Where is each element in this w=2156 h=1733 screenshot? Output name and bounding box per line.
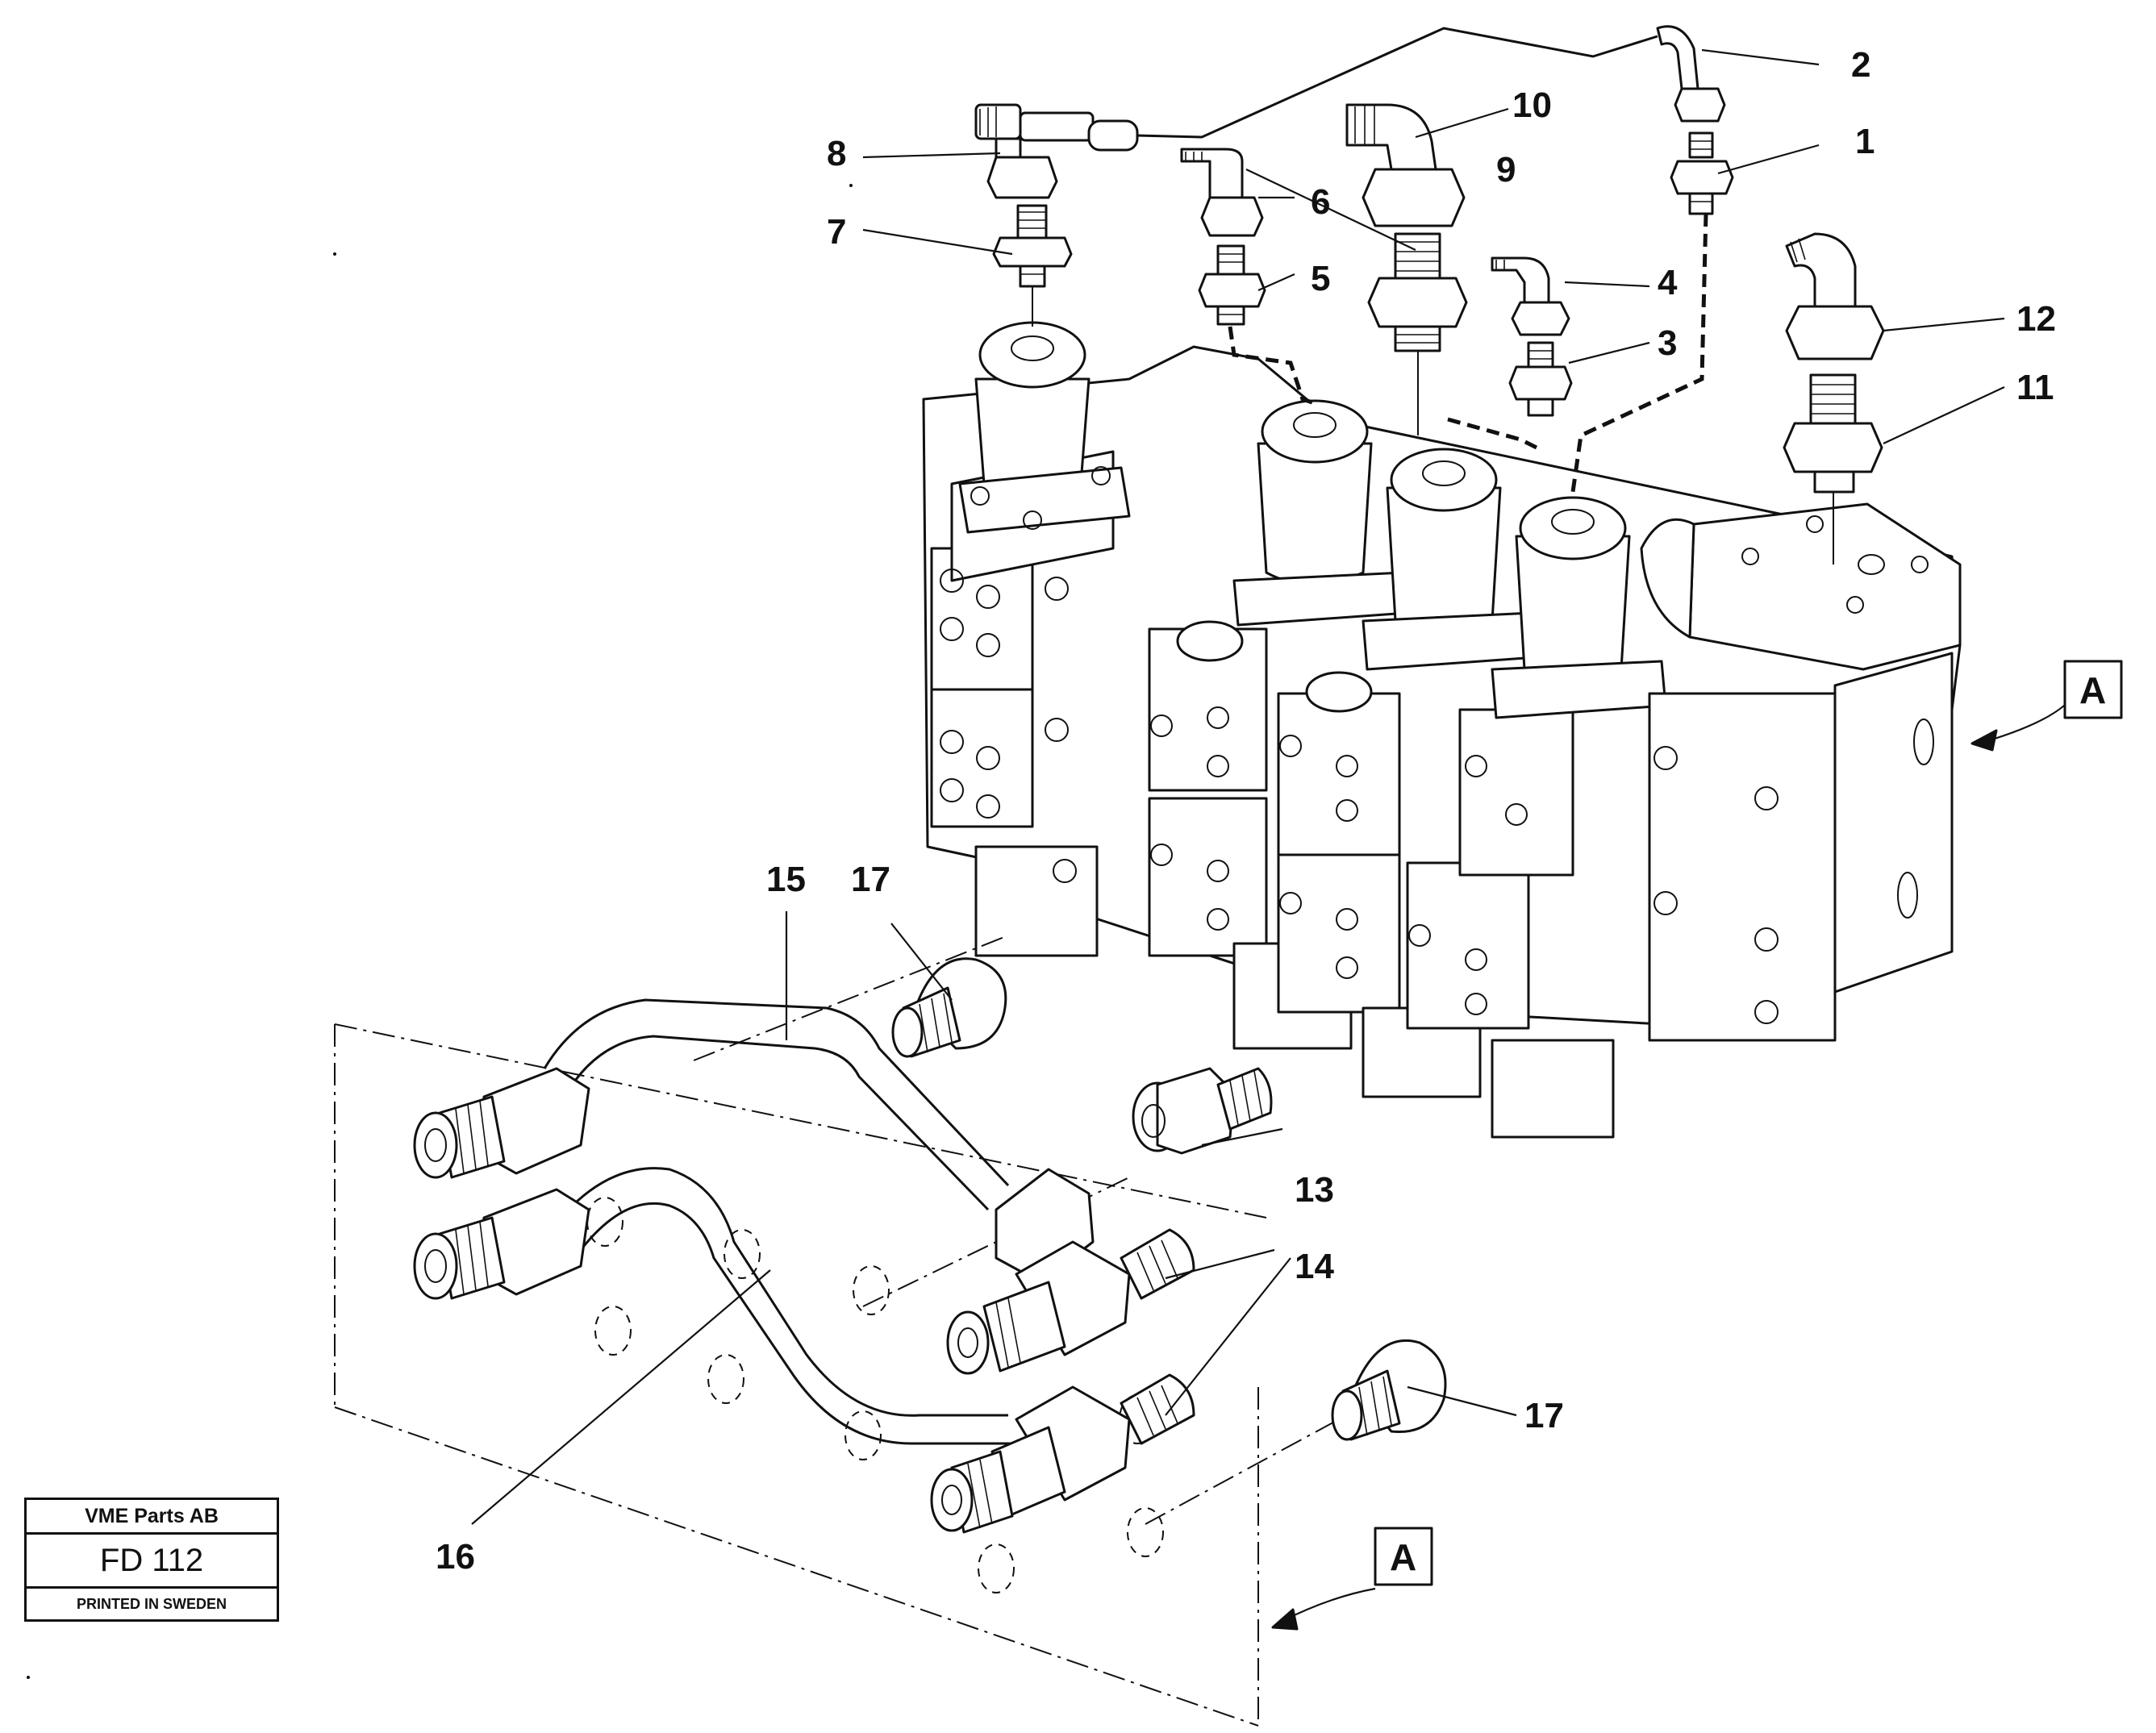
elbow-6 (1180, 148, 1264, 237)
callout-3: 3 (1658, 323, 1677, 363)
speck (27, 1676, 30, 1679)
solenoid-cap-9 (1362, 448, 1538, 671)
drawing-code: FD 112 (27, 1535, 277, 1589)
valve-section-right (1640, 502, 1962, 1042)
solenoid-cap-5 (1232, 399, 1409, 627)
callout-13: 13 (1295, 1170, 1334, 1210)
fitting-upper-left (413, 1067, 590, 1179)
callout-15: 15 (766, 860, 806, 899)
pilot-line-8 (1136, 27, 1658, 139)
leader-lines (471, 48, 2079, 1631)
adapter-13 (1132, 1067, 1273, 1155)
solenoid-cap-7 (958, 321, 1131, 534)
adapter-9 (1367, 232, 1468, 352)
solenoid-cap-3 (1491, 496, 1667, 719)
callout-5: 5 (1311, 259, 1330, 298)
callout-16: 16 (436, 1537, 475, 1577)
callout-17-upper: 17 (851, 860, 890, 899)
callout-6: 6 (1311, 182, 1330, 222)
tee-14-lower (930, 1373, 1195, 1534)
callout-2: 2 (1851, 45, 1870, 85)
plug-17-lower (1331, 1339, 1447, 1441)
speck (333, 252, 336, 256)
pilot-line-3 (1447, 417, 1538, 450)
view-marker-lower: A (1374, 1527, 1433, 1586)
callout-9: 9 (1496, 150, 1516, 190)
pipe-2 (1656, 25, 1726, 123)
pilot-line-1 (1570, 213, 1708, 493)
company-name: VME Parts AB (27, 1500, 277, 1535)
pilot-line-5 (1228, 326, 1316, 406)
valve-block-assembly (922, 321, 1962, 1139)
title-block: VME Parts AB FD 112 PRINTED IN SWEDEN (24, 1498, 279, 1622)
adapter-11 (1783, 373, 1883, 494)
view-marker-label-upper: A (2079, 669, 2106, 711)
callout-12: 12 (2016, 299, 2056, 339)
fitting-lower-left (413, 1188, 590, 1300)
pipe-16 (563, 1167, 1012, 1445)
valve-section-middle-2 (1277, 671, 1482, 1098)
speck (849, 184, 853, 187)
valve-section-middle-1 (1148, 620, 1353, 1050)
adapter-3 (1508, 341, 1573, 417)
callout-14: 14 (1295, 1247, 1334, 1286)
adapter-7 (992, 204, 1073, 288)
view-marker-label-lower: A (1390, 1536, 1416, 1578)
callout-17-lower: 17 (1524, 1396, 1564, 1435)
view-marker-upper: A (2063, 660, 2123, 719)
callout-7: 7 (827, 212, 846, 252)
tee-14-upper (946, 1168, 1195, 1375)
elbow-10 (1345, 103, 1466, 227)
callout-8: 8 (827, 134, 846, 173)
adapter-1 (1670, 131, 1734, 215)
callout-10: 10 (1512, 85, 1552, 125)
elbow-12 (1785, 232, 1885, 360)
printed-note: PRINTED IN SWEDEN (76, 1596, 227, 1612)
nut-8 (986, 156, 1058, 199)
adapter-5 (1198, 244, 1266, 326)
pipe-15 (543, 998, 1010, 1211)
elbow-4 (1491, 256, 1570, 336)
callout-labels: 1 2 3 4 5 6 7 8 9 10 11 12 13 14 15 16 1… (436, 45, 2056, 1577)
valve-section-middle-3 (1406, 708, 1615, 1139)
callout-1: 1 (1855, 122, 1875, 161)
callout-11: 11 (2016, 368, 2054, 407)
fitting-8-tee (974, 103, 1139, 163)
plug-17-upper (891, 957, 1007, 1058)
callout-4: 4 (1658, 263, 1678, 302)
